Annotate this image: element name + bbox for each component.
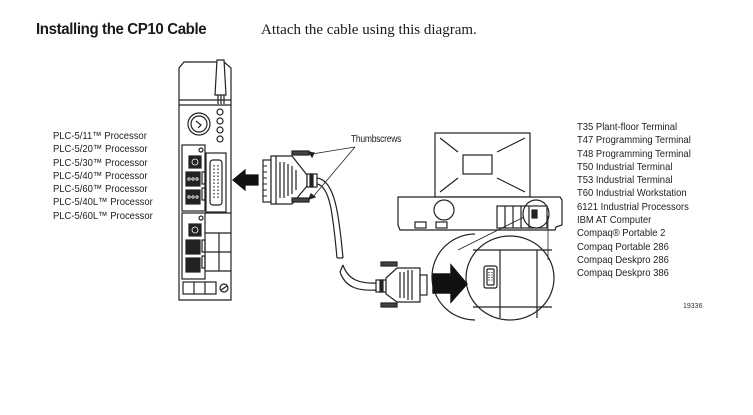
terminal-item: 6121 Industrial Processors [577,200,689,213]
instruction-text: Attach the cable using this diagram. [261,22,477,38]
processor-item: PLC-5/60L™ Processor [53,209,153,222]
processor-item: PLC-5/60™ Processor [53,183,148,196]
terminal-item: Compaq Deskpro 286 [577,253,669,266]
terminal-item: T35 Plant-floor Terminal [577,121,678,133]
terminal-item: T48 Programming Terminal [577,147,691,160]
callout-leader-line [311,146,356,199]
figure-number: 19336 [683,303,703,310]
terminal-item: IBM AT Computer [577,214,652,227]
battery-icon [214,59,227,104]
terminal-item: Compaq Portable 286 [577,240,669,253]
terminal-item: Compaq® Portable 2 [577,227,666,240]
terminal-item: Compaq Deskpro 386 [577,267,669,280]
section-heading: Installing the CP10 Cable [36,21,207,38]
processor-item: PLC-5/30™ Processor [53,156,148,169]
magnified-serial-port [431,216,555,321]
processor-list: PLC-5/11™ Processor PLC-5/20™ Processor … [53,130,153,223]
thumbscrew-icon [291,150,310,156]
callout-leader-line [311,146,356,155]
thumbscrews-label: Thumbscrews [351,134,402,145]
keyswitch-icon [187,112,211,136]
terminal-item: T53 Industrial Terminal [577,174,673,187]
terminal-list: T35 Plant-floor Terminal T47 Programming… [577,121,691,281]
terminal-item: T60 Industrial Workstation [577,187,687,200]
plc-processor-module [178,59,232,301]
terminal-item: T47 Programming Terminal [577,134,691,147]
status-led-icons [216,108,224,143]
terminal-item: T50 Industrial Terminal [577,160,673,173]
processor-item: PLC-5/40L™ Processor [53,196,153,209]
thumbscrew-icon [291,197,310,203]
programming-port [205,152,227,213]
arrow-left-icon [232,168,259,192]
computer-terminal [397,132,563,231]
processor-item: PLC-5/11™ Processor [53,130,147,142]
cable-connector-9pin [375,261,428,308]
processor-item: PLC-5/20™ Processor [53,143,148,156]
cp10-cable [316,177,379,291]
processor-item: PLC-5/40™ Processor [53,169,148,182]
cable-connector-25pin [262,150,318,205]
